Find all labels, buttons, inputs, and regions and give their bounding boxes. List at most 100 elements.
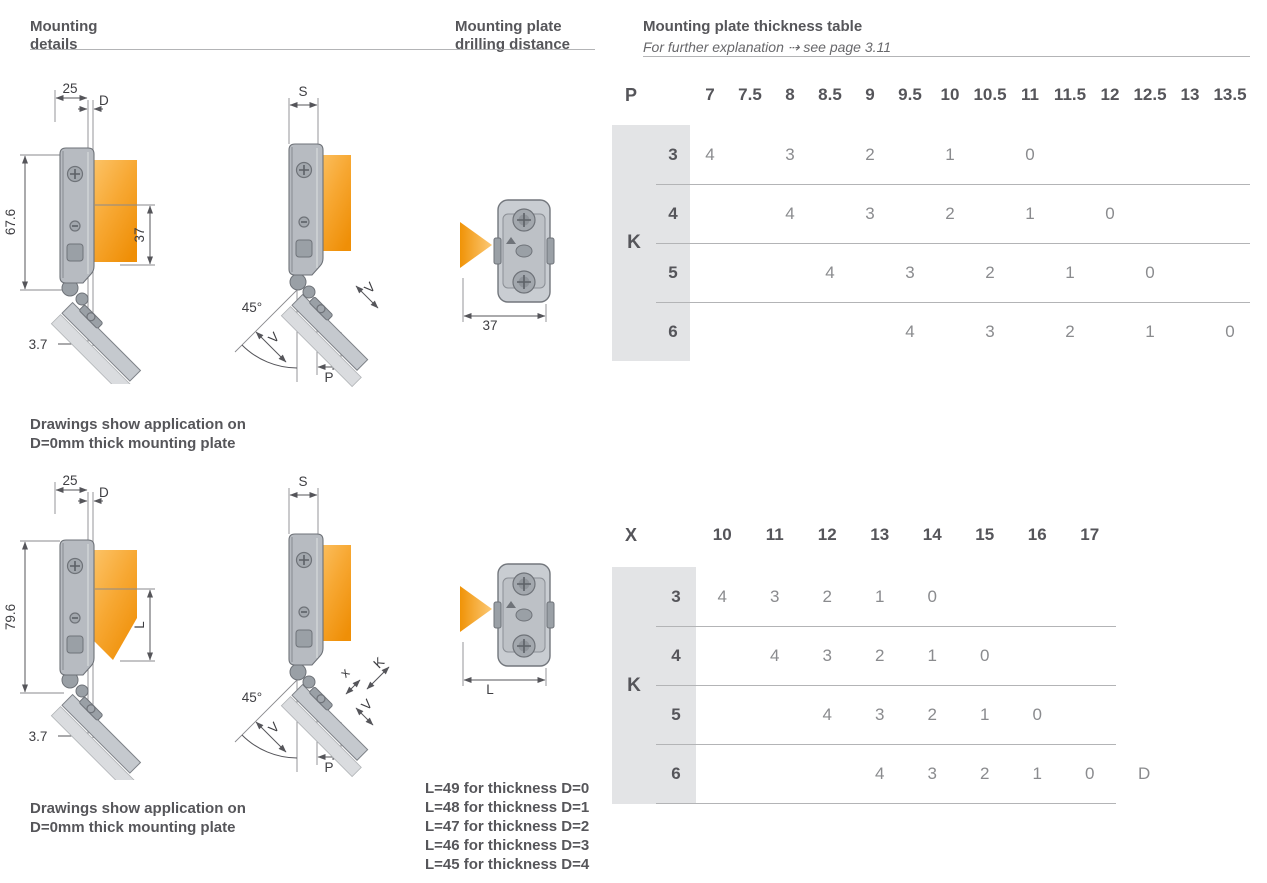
table-cell [1130,185,1170,243]
table-cell: 4 [785,204,795,223]
dim-plate-thickness: D [99,485,109,500]
table-cell: 0 [1225,322,1235,341]
table-cell: 0 [980,646,990,665]
header-mounting-details: Mounting details [30,18,97,54]
table-cell: 2 [980,764,990,783]
table-cell [1090,125,1130,184]
table-cell: 4 [705,144,715,164]
table-cell [801,745,854,803]
dim-inner-l: L [132,621,147,629]
dim-drilling-distance: 37 [482,318,497,333]
note-line: L=45 for thickness D=4 [425,856,590,873]
dim-x: x [337,665,353,681]
header-thickness-table: Mounting plate thickness table For furth… [643,18,891,56]
dim-offset-37: 3.7 [29,729,48,744]
table-cell [1050,185,1090,243]
row-header: 6 [656,303,690,361]
divider-left [30,49,595,50]
table-cell: 1 [1065,263,1075,282]
door-panel [50,693,142,780]
table-suffix-label: D [1138,764,1151,783]
orange-highlight [91,550,137,660]
table-cell [810,125,850,184]
column-header: 10 [712,525,732,544]
hinge-arm [288,533,324,666]
table-cell [890,185,930,243]
column-header: 15 [975,525,995,544]
column-header: 11 [765,525,784,544]
column-header: 7.5 [738,85,762,104]
door-panel [50,301,142,384]
row-group-label: K [612,567,656,804]
table-cell [970,125,1010,184]
table-cell [1010,244,1050,302]
header-line: details [30,36,78,53]
table-cell: 2 [822,586,832,606]
table-cell [1130,125,1170,184]
table-cell: 1 [980,705,990,724]
column-header: 13.5 [1213,85,1247,104]
table-cell [690,244,730,302]
header-line: Mounting plate [455,18,562,35]
dim-k: K [370,654,387,671]
table-cell: 4 [825,263,835,282]
row-header: 5 [656,686,696,744]
door-panel [280,683,369,778]
table-cell: 4 [717,586,727,606]
table-cell [770,244,810,302]
note-line: L=48 for thickness D=1 [425,799,590,816]
column-header: 12.5 [1133,85,1167,104]
table-cell: 2 [875,646,885,665]
table-cell [696,745,749,803]
table-cell: 3 [875,705,885,724]
dim-25: 25 [62,473,77,488]
table-cell [1064,686,1117,744]
row-header: 4 [656,185,690,243]
table-cell [1050,125,1090,184]
table-cell [1170,185,1210,243]
table-cell [930,303,970,361]
column-header: 16 [1027,525,1047,544]
column-header: 12 [817,525,837,544]
table-cell: 1 [875,586,885,606]
dim-p: P [324,370,333,385]
table-cell: 1 [1145,322,1155,341]
table-cell: 0 [1085,764,1095,783]
table-cell: 1 [945,144,955,164]
dim-angle-45: 45° [242,690,262,705]
hinge-arm [59,147,95,284]
table-cell: 1 [1032,764,1042,783]
table-cell [696,686,749,744]
header-subtitle: For further explanation ⇢ see page 3.11 [643,39,892,55]
dim-v: V [358,696,375,713]
table-cell [850,244,890,302]
table-cell [1011,567,1064,626]
drawing-mounting-top: 25 D 67.6 37 3.7 [3,81,155,384]
column-header: 9.5 [898,85,922,104]
table-cell [850,303,890,361]
column-header: 17 [1080,525,1100,544]
table-cell: 2 [865,144,875,164]
table-cell: 2 [945,204,955,223]
column-header: 12 [1100,85,1120,104]
table-cell [730,244,770,302]
table-cell: 3 [985,322,995,341]
drawing-plate-top: 37 [460,199,555,333]
mounting-plate [493,199,555,303]
column-header: 9 [865,85,875,104]
table-cell: 2 [1065,322,1075,341]
column-header: 7 [705,85,715,104]
dim-inner-37: 37 [132,227,147,242]
column-header: 10 [940,85,960,104]
table-cell [690,303,730,361]
